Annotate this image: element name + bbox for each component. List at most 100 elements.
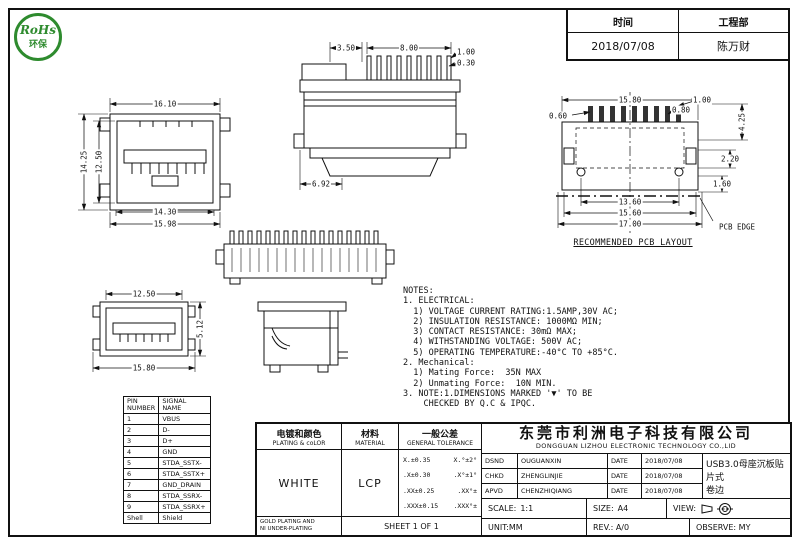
signal-name-cell: STDA_SSTX+ — [158, 468, 212, 480]
note-line: 3) CONTACT RESISTANCE: 30mΩ MAX; — [403, 327, 577, 338]
pin-number-cell: 6 — [122, 468, 160, 480]
plating-note: GOLD PLATING AND NI UNDER-PLATING — [257, 517, 342, 535]
signal-name-cell: GND — [158, 446, 212, 458]
pin-number-cell: Shell — [122, 512, 160, 524]
signal-name-cell: Shield — [158, 512, 212, 524]
tolerance-value: .XX±0.25 — [403, 486, 435, 495]
ap-datelabel: DATE — [608, 484, 642, 498]
pin-table-header-pin: PIN NUMBER — [122, 396, 160, 414]
material-label-zh: 材料 — [360, 429, 379, 440]
ap-role: CHKD — [482, 469, 518, 483]
note-line: 3. NOTE:1.DIMENSIONS MARKED '▼' TO BE — [403, 388, 593, 399]
material-label-en: MATERIAL — [355, 439, 385, 447]
plating-label-en: PLATING & coLOR — [272, 439, 326, 447]
dept-label: 工程部 — [678, 10, 788, 32]
ap-datelabel: DATE — [608, 454, 642, 468]
title-block-right: 东莞市利洲电子科技有限公司 DONGGUAN LIZHOU ELECTRONIC… — [482, 424, 790, 535]
ap-name: ZHENGLINJIE — [518, 469, 608, 483]
scale-cell: SCALE: 1:1 — [482, 499, 587, 518]
third-angle-projection-icon — [700, 502, 736, 516]
note-line: NOTES: — [403, 286, 434, 296]
tolerance-rows: X.±0.35 X.°±2° .X±0.30 .X°±1° .XX±0.25 .XX°±.… — [399, 450, 481, 516]
dept-value: 陈万财 — [678, 32, 788, 59]
ap-date: 2018/07/08 — [645, 487, 683, 495]
tolerance-row: .X±0.30 .X°±1° — [403, 471, 477, 479]
ap-date: 2018/07/08 — [645, 472, 683, 480]
tolerance-value: .X±0.30 — [403, 471, 431, 480]
note-line: 2) Unmating Force: 10N MIN. — [403, 378, 557, 389]
tolerance-label-zh: 一般公差 — [421, 429, 458, 440]
pin-number-cell: 9 — [122, 501, 160, 513]
note-line: 1) VOLTAGE CURRENT RATING:1.5AMP,30V AC; — [403, 306, 618, 317]
pin-number-cell: 1 — [122, 413, 160, 425]
notes-block: NOTES:1. ELECTRICAL: 1) VOLTAGE CURRENT … — [403, 286, 618, 410]
ap-name: OUGUANXIN — [518, 454, 608, 468]
pin-number-cell: 5 — [122, 457, 160, 469]
rev-cell: REV.: A/0 — [587, 519, 690, 535]
tolerance-label-en: GENERAL TOLERANCE — [406, 439, 474, 447]
pin-number-cell: 4 — [122, 446, 160, 458]
title-block: 电镀和颜色 PLATING & coLOR 材料 MATERIAL 一般公差 G… — [255, 422, 792, 537]
signal-name-cell: STDA_SSRX+ — [158, 501, 212, 513]
sheet-cell: SHEET 1 OF 1 — [384, 521, 439, 531]
signal-name-cell: D+ — [158, 435, 212, 447]
signal-name-cell: GND_DRAIN — [158, 479, 212, 491]
tolerance-value: X.°±2° — [453, 455, 477, 464]
ap-datelabel: DATE — [608, 469, 642, 483]
plating-header: 电镀和颜色 PLATING & coLOR — [257, 424, 342, 449]
view-label: VIEW: — [673, 504, 697, 513]
title-block-left: 电镀和颜色 PLATING & coLOR 材料 MATERIAL 一般公差 G… — [257, 424, 482, 535]
observe-cell: OBSERVE: MY — [696, 522, 751, 532]
pin-number-cell: 8 — [122, 490, 160, 502]
product-name: USB3.0母座沉板贴片式 卷边 — [702, 454, 790, 498]
note-line: 2) INSULATION RESISTANCE: 1000MΩ MIN; — [403, 316, 603, 327]
tolerance-header: 一般公差 GENERAL TOLERANCE — [399, 424, 481, 449]
note-line: 2. Mechanical: — [403, 358, 475, 369]
pin-number-cell: 7 — [122, 479, 160, 491]
ap-role: APVD — [482, 484, 518, 498]
note-line: 5) OPERATING TEMPERATURE:-40°C TO +85°C. — [403, 347, 618, 358]
company-block: 东莞市利洲电子科技有限公司 DONGGUAN LIZHOU ELECTRONIC… — [482, 424, 790, 454]
tolerance-value: .X°±1° — [453, 471, 477, 480]
signal-name-cell: STDA_SSTX- — [158, 457, 212, 469]
tolerance-value: X.±0.35 — [403, 455, 431, 464]
company-name-en: DONGGUAN LIZHOU ELECTRONIC TECHNOLOGY CO… — [535, 442, 737, 450]
scale-label: SCALE: — [488, 504, 517, 513]
time-label: 时间 — [613, 17, 633, 29]
product-name-line1: USB3.0母座沉板贴片式 — [706, 460, 784, 483]
tolerance-row: X.±0.35 X.°±2° — [403, 456, 477, 464]
ap-name: CHENZHIQIANG — [518, 484, 608, 498]
scale-value: 1:1 — [520, 504, 534, 513]
tolerance-value: .XX°± — [457, 486, 477, 495]
ap-role: DSND — [482, 454, 518, 468]
size-cell: SIZE: A4 — [587, 499, 667, 518]
note-line: 4) WITHSTANDING VOLTAGE: 500V AC; — [403, 337, 583, 348]
rohs-text: RoHs — [19, 23, 57, 37]
note-line: CHECKED BY Q.C & IPQC. — [403, 399, 537, 410]
rohs-subtext: 环保 — [28, 40, 47, 50]
size-label: SIZE: — [593, 504, 614, 513]
note-line: 1. ELECTRICAL: — [403, 296, 475, 307]
tolerance-row: .XXX±0.15.XXX°± — [403, 502, 477, 510]
signal-name-cell: VBUS — [158, 413, 212, 425]
signal-name-cell: STDA_SSRX- — [158, 490, 212, 502]
note-line: 1) Mating Force: 35N MAX — [403, 368, 542, 379]
ap-date: 2018/07/08 — [645, 457, 683, 465]
plating-note-line2: NI UNDER-PLATING — [260, 526, 313, 532]
